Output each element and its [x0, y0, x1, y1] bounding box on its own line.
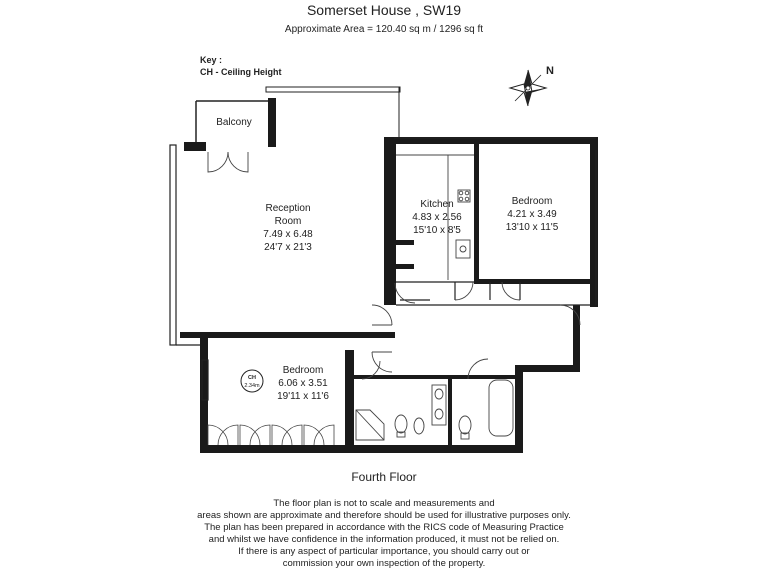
bedroom1-metric: 4.21 x 3.49 [507, 209, 557, 220]
ceiling-height-label: CH [248, 375, 256, 381]
bathroom-fittings [355, 379, 514, 441]
balcony-outline [195, 86, 401, 147]
approximate-area: Approximate Area = 120.40 sq m / 1296 sq… [284, 24, 484, 35]
bedroom1-label: Bedroom [512, 196, 553, 207]
disclaimer-line: The plan has been prepared in accordance… [204, 522, 564, 533]
disclaimer: The floor plan is not to scale and measu… [184, 498, 584, 570]
disclaimer-line: areas shown are approximate and therefor… [197, 510, 571, 521]
kitchen-imperial: 15'10 x 8'5 [413, 225, 461, 236]
key-heading: Key : [200, 55, 223, 65]
disclaimer-line: and whilst we have confidence in the inf… [208, 534, 560, 545]
disclaimer-line: commission your own inspection of the pr… [282, 558, 486, 569]
bedroom1-imperial: 13'10 x 11'5 [506, 222, 559, 233]
key-legend: Key : CH - Ceiling Height [200, 54, 282, 78]
ceiling-height-badge: CH 2.34m [240, 369, 264, 393]
bedroom2-imperial: 19'11 x 11'6 [277, 391, 329, 402]
reception-imperial: 24'7 x 21'3 [264, 242, 312, 253]
kitchen-label: Kitchen [420, 199, 453, 210]
kitchen-metric: 4.83 x 2.56 [412, 212, 462, 223]
compass-icon [508, 69, 548, 107]
wardrobe-doors [207, 424, 335, 446]
reception-label-line2: Room [275, 216, 302, 227]
door-swings [207, 151, 581, 380]
ceiling-height-value: 2.34m [244, 383, 260, 389]
disclaimer-line: If there is any aspect of particular imp… [238, 546, 530, 557]
reception-label-line1: Reception [265, 203, 310, 214]
kitchen-fittings [396, 154, 474, 280]
plan-title: Somerset House , SW19 [306, 2, 462, 18]
balcony-label: Balcony [216, 117, 252, 128]
thin-walls [169, 137, 597, 401]
reception-metric: 7.49 x 6.48 [263, 229, 313, 240]
bedroom2-label: Bedroom [283, 365, 324, 376]
bedroom2-metric: 6.06 x 3.51 [278, 378, 328, 389]
compass-north-label: N [546, 65, 554, 77]
walls [180, 98, 598, 453]
disclaimer-line: The floor plan is not to scale and measu… [273, 498, 495, 509]
floor-label: Fourth Floor [351, 470, 417, 484]
key-item-ceiling-height: CH - Ceiling Height [200, 67, 282, 77]
